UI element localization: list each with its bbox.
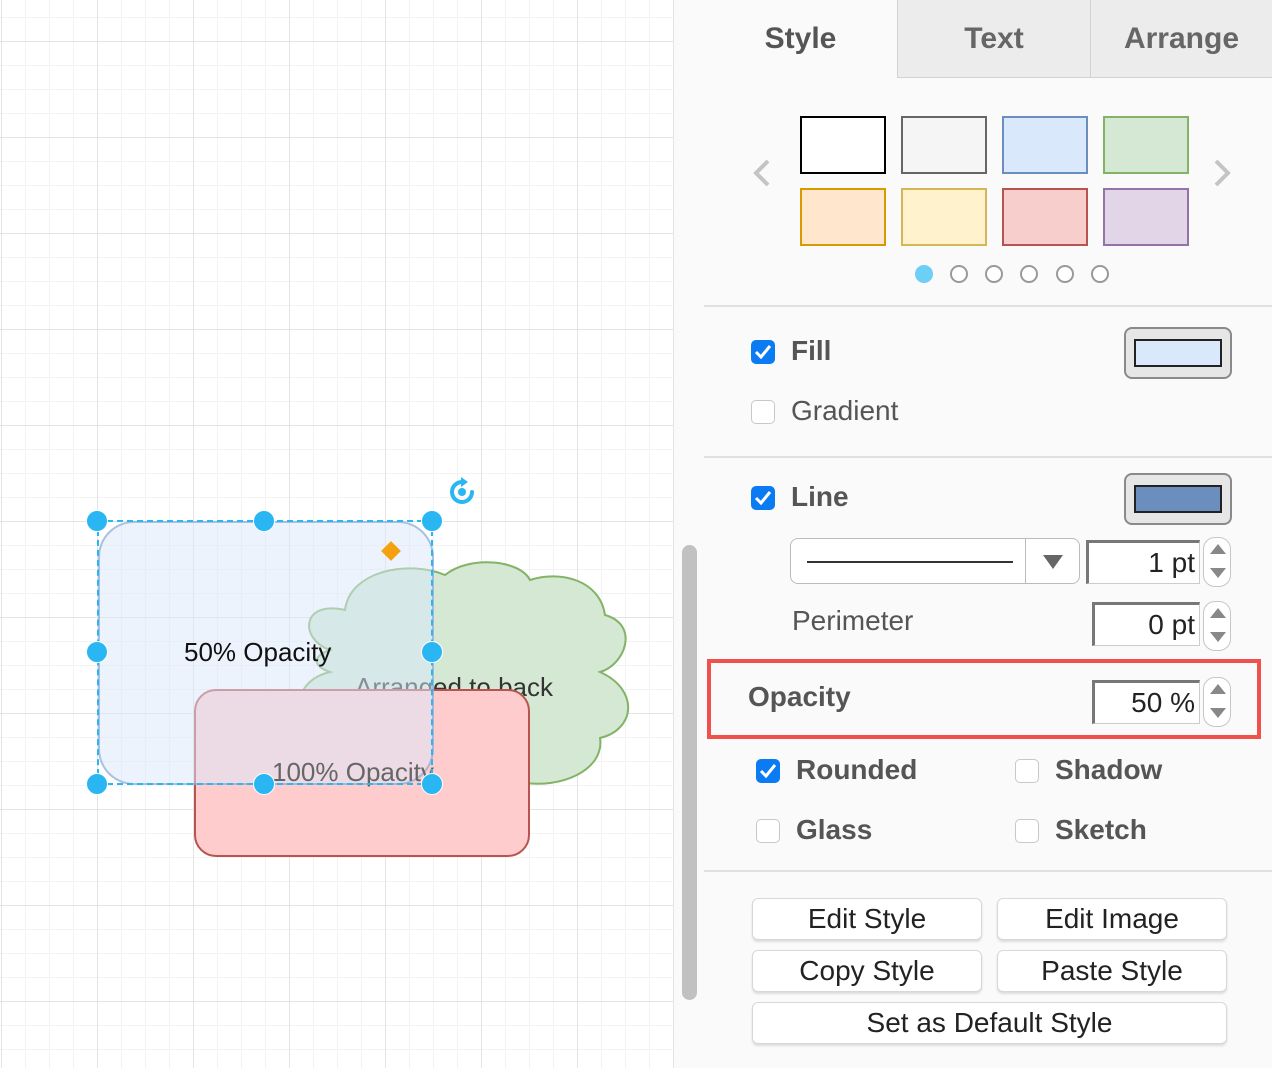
resize-handle-left[interactable]	[86, 641, 108, 663]
rounded-label: Rounded	[796, 754, 918, 785]
checkmark-icon	[754, 491, 772, 506]
swatch-page-dot[interactable]	[1020, 265, 1038, 283]
diagram-canvas[interactable]: Arranged to back 100% Opacity 50% Opacit…	[0, 0, 674, 1068]
resize-handle-top-right[interactable]	[421, 510, 443, 532]
style-swatch[interactable]	[800, 188, 886, 246]
tab-style-label: Style	[764, 22, 837, 55]
perimeter-label: Perimeter	[792, 605, 914, 636]
chevron-right-icon[interactable]	[1210, 158, 1234, 188]
glass-checkbox[interactable]	[756, 819, 780, 843]
checkmark-icon	[754, 345, 772, 360]
red-rectangle-label: 100% Opacity	[272, 757, 434, 787]
tab-text[interactable]: Text	[897, 0, 1090, 78]
swatch-page-dot[interactable]	[985, 265, 1003, 283]
swatch-page-dot[interactable]	[1056, 265, 1074, 283]
format-panel	[704, 0, 1272, 1068]
checkmark-icon	[759, 764, 777, 779]
gradient-label: Gradient	[791, 395, 899, 426]
select-divider	[1025, 539, 1026, 583]
resize-handle-top[interactable]	[253, 510, 275, 532]
resize-handle-bottom[interactable]	[253, 773, 275, 795]
opacity-input[interactable]: 50 %	[1092, 680, 1200, 724]
paste-style-button[interactable]: Paste Style	[997, 950, 1227, 992]
canvas-scrollbar-thumb[interactable]	[682, 545, 697, 1000]
stepper-down-icon[interactable]	[1210, 568, 1226, 578]
style-swatch[interactable]	[1103, 188, 1189, 246]
stepper-down-icon[interactable]	[1210, 708, 1226, 718]
copy-style-button[interactable]: Copy Style	[752, 950, 982, 992]
selection-outline	[97, 520, 433, 785]
rotate-icon[interactable]	[446, 476, 478, 508]
dropdown-arrow-icon	[1043, 555, 1063, 569]
resize-handle-bottom-left[interactable]	[86, 773, 108, 795]
shadow-checkbox[interactable]	[1015, 759, 1039, 783]
edit-style-button[interactable]: Edit Style	[752, 898, 982, 940]
opacity-label: Opacity	[748, 681, 851, 712]
swatch-page-dot[interactable]	[1091, 265, 1109, 283]
stepper-up-icon[interactable]	[1210, 608, 1226, 618]
tab-style[interactable]: Style	[704, 0, 897, 78]
tab-arrange-label: Arrange	[1123, 21, 1240, 55]
line-width-input[interactable]: 1 pt	[1086, 540, 1200, 584]
fill-label: Fill	[791, 335, 832, 366]
style-swatch[interactable]	[1103, 116, 1189, 174]
section-divider	[704, 456, 1272, 458]
glass-label: Glass	[796, 814, 873, 845]
fill-checkbox[interactable]	[751, 340, 775, 364]
sketch-label: Sketch	[1055, 814, 1147, 845]
section-divider	[704, 870, 1272, 872]
stepper-down-icon[interactable]	[1210, 632, 1226, 642]
shadow-label: Shadow	[1055, 754, 1163, 785]
line-color-preview	[1134, 485, 1222, 513]
perimeter-input[interactable]: 0 pt	[1092, 602, 1200, 646]
selected-shape-label: 50% Opacity	[184, 637, 332, 667]
line-width-stepper[interactable]	[1203, 537, 1231, 587]
stepper-up-icon[interactable]	[1210, 544, 1226, 554]
perimeter-stepper[interactable]	[1203, 601, 1231, 651]
style-swatch[interactable]	[901, 188, 987, 246]
resize-handle-bottom-right[interactable]	[421, 773, 443, 795]
resize-handle-right[interactable]	[421, 641, 443, 663]
section-divider	[704, 305, 1272, 307]
line-pattern-select[interactable]	[790, 538, 1080, 584]
fill-color-button[interactable]	[1124, 327, 1232, 379]
line-label: Line	[791, 481, 849, 512]
rounded-checkbox[interactable]	[756, 759, 780, 783]
opacity-stepper[interactable]	[1203, 677, 1231, 727]
edit-image-button[interactable]: Edit Image	[997, 898, 1227, 940]
resize-handle-top-left[interactable]	[86, 510, 108, 532]
set-default-style-button[interactable]: Set as Default Style	[752, 1002, 1227, 1044]
chevron-left-icon[interactable]	[750, 158, 774, 188]
style-swatch[interactable]	[901, 116, 987, 174]
style-swatch[interactable]	[1002, 116, 1088, 174]
gradient-checkbox[interactable]	[751, 400, 775, 424]
sketch-checkbox[interactable]	[1015, 819, 1039, 843]
fill-color-preview	[1134, 339, 1222, 367]
style-swatch[interactable]	[800, 116, 886, 174]
line-pattern-preview	[807, 561, 1013, 563]
tab-arrange[interactable]: Arrange	[1090, 0, 1272, 78]
opacity-highlight-box	[707, 659, 1261, 739]
swatch-page-dot[interactable]	[915, 265, 933, 283]
style-swatch[interactable]	[1002, 188, 1088, 246]
line-checkbox[interactable]	[751, 486, 775, 510]
line-color-button[interactable]	[1124, 473, 1232, 525]
swatch-page-dot[interactable]	[950, 265, 968, 283]
stepper-up-icon[interactable]	[1210, 684, 1226, 694]
tab-text-label: Text	[964, 21, 1024, 55]
